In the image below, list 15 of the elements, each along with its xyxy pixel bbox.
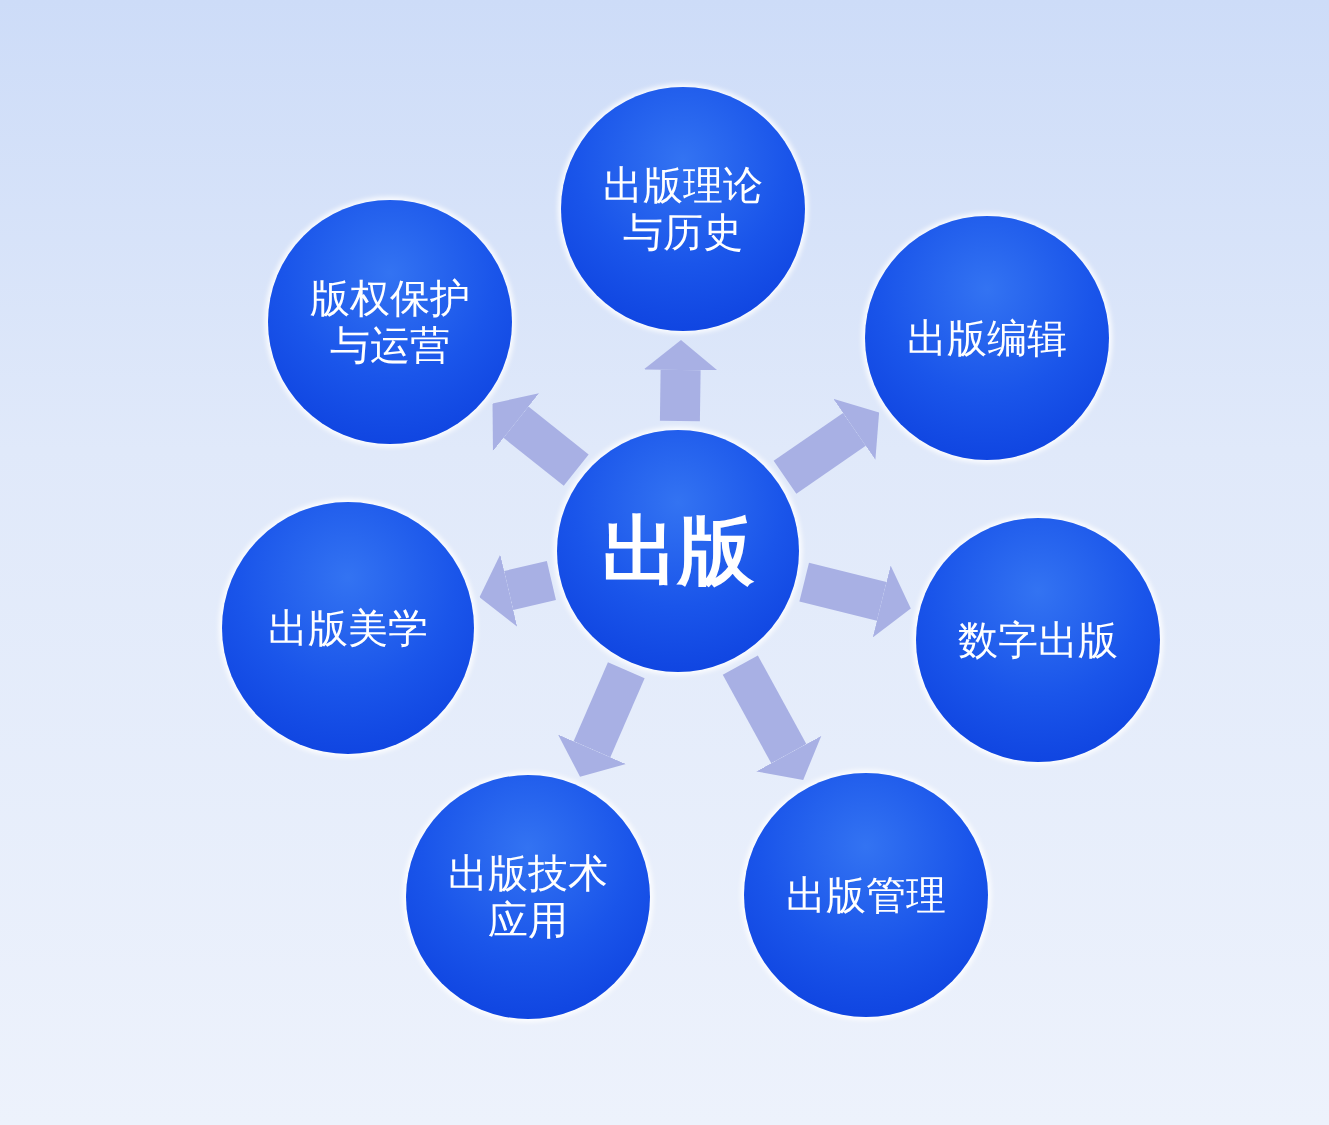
block-arrow bbox=[479, 554, 556, 627]
block-arrow bbox=[492, 393, 589, 486]
topic-label: 出版理论与历史 bbox=[602, 162, 764, 256]
block-arrow bbox=[643, 340, 718, 422]
block-arrow bbox=[722, 655, 822, 780]
topic-label: 版权保护与运营 bbox=[309, 275, 471, 369]
topic-label: 出版技术应用 bbox=[447, 850, 609, 944]
topic-label: 出版编辑 bbox=[907, 314, 1067, 362]
topic-label: 出版美学 bbox=[268, 604, 428, 652]
block-arrow bbox=[558, 662, 645, 777]
hub-label: 出版 bbox=[602, 506, 754, 596]
block-arrow bbox=[799, 562, 911, 638]
block-arrow bbox=[773, 398, 880, 494]
topic-label: 数字出版 bbox=[958, 616, 1118, 664]
topic-label: 出版管理 bbox=[786, 871, 946, 919]
